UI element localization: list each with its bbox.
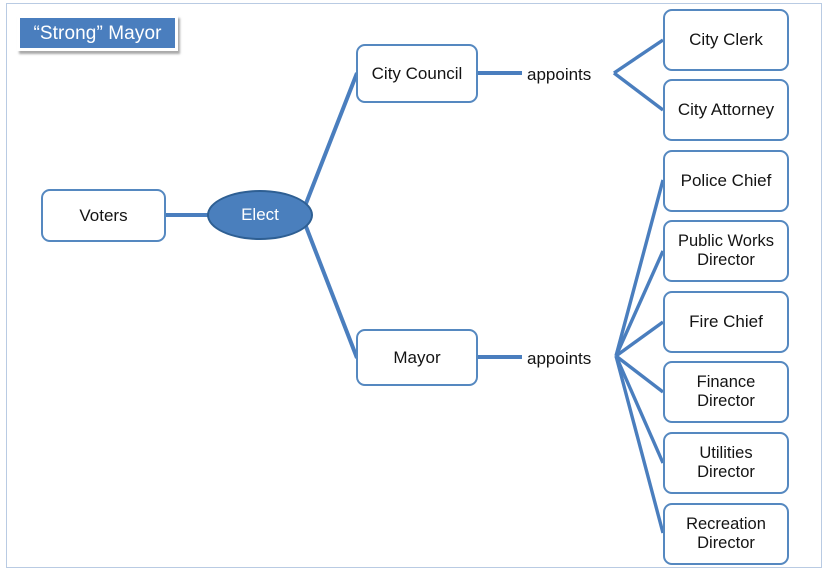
connector-elect-city-council <box>303 72 359 207</box>
connector-elect-mayor <box>303 223 359 359</box>
connector-mayor-to-recreation-director <box>614 355 665 534</box>
connector-mayor-to-public-works-director <box>614 250 665 357</box>
node-police-chief[interactable]: Police Chief <box>663 150 789 212</box>
node-recreation-director-line2: Director <box>697 534 755 552</box>
node-public-works-director-line2: Director <box>697 251 755 269</box>
node-public-works-director-line1: Public Works <box>678 231 774 250</box>
node-finance-director[interactable]: Finance Director <box>663 361 789 423</box>
node-fire-chief-label: Fire Chief <box>689 312 763 332</box>
connector-council-to-city-clerk <box>613 38 664 75</box>
node-mayor[interactable]: Mayor <box>356 329 478 386</box>
node-finance-director-line1: Finance <box>696 372 756 391</box>
edge-label-mayor-appoints-text: appoints <box>527 349 592 368</box>
node-finance-director-line2: Director <box>697 392 755 410</box>
node-public-works-director[interactable]: Public Works Director <box>663 220 789 282</box>
node-utilities-director-label: Utilities Director <box>697 444 755 482</box>
node-city-council[interactable]: City Council <box>356 44 478 103</box>
node-utilities-director-line2: Director <box>697 463 755 481</box>
connector-council-to-city-attorney <box>612 71 665 112</box>
node-public-works-director-label: Public Works Director <box>678 232 774 270</box>
node-finance-director-label: Finance Director <box>697 373 756 411</box>
node-city-attorney-label: City Attorney <box>677 100 775 120</box>
edge-label-council-appoints-text: appoints <box>527 65 592 84</box>
connector-mayor-to-utilities-director <box>614 355 665 464</box>
node-recreation-director-line1: Recreation <box>686 514 766 533</box>
node-mayor-label: Mayor <box>393 347 441 367</box>
node-utilities-director[interactable]: Utilities Director <box>663 432 789 494</box>
slide-title-badge: “Strong” Mayor <box>17 15 178 51</box>
node-elect-label: Elect <box>241 205 279 224</box>
node-voters-label: Voters <box>79 205 128 225</box>
node-recreation-director-label: Recreation Director <box>686 515 766 553</box>
node-recreation-director[interactable]: Recreation Director <box>663 503 789 565</box>
node-utilities-director-line1: Utilities <box>699 443 753 462</box>
node-city-clerk-label: City Clerk <box>689 30 763 50</box>
edge-label-council-appoints: appoints <box>524 64 595 85</box>
node-city-clerk[interactable]: City Clerk <box>663 9 789 71</box>
node-city-attorney[interactable]: City Attorney <box>663 79 789 141</box>
connector-mayor-to-finance-director <box>614 354 665 394</box>
connector-mayor-to-fire-chief <box>615 320 664 358</box>
edge-label-mayor-appoints: appoints <box>524 348 595 369</box>
node-voters[interactable]: Voters <box>41 189 166 242</box>
node-fire-chief[interactable]: Fire Chief <box>663 291 789 353</box>
slide-title-text: “Strong” Mayor <box>33 22 162 44</box>
node-elect[interactable]: Elect <box>207 190 313 240</box>
node-city-council-label: City Council <box>371 63 463 83</box>
connector-mayor-to-police-chief <box>614 179 665 357</box>
node-police-chief-label: Police Chief <box>680 171 772 191</box>
